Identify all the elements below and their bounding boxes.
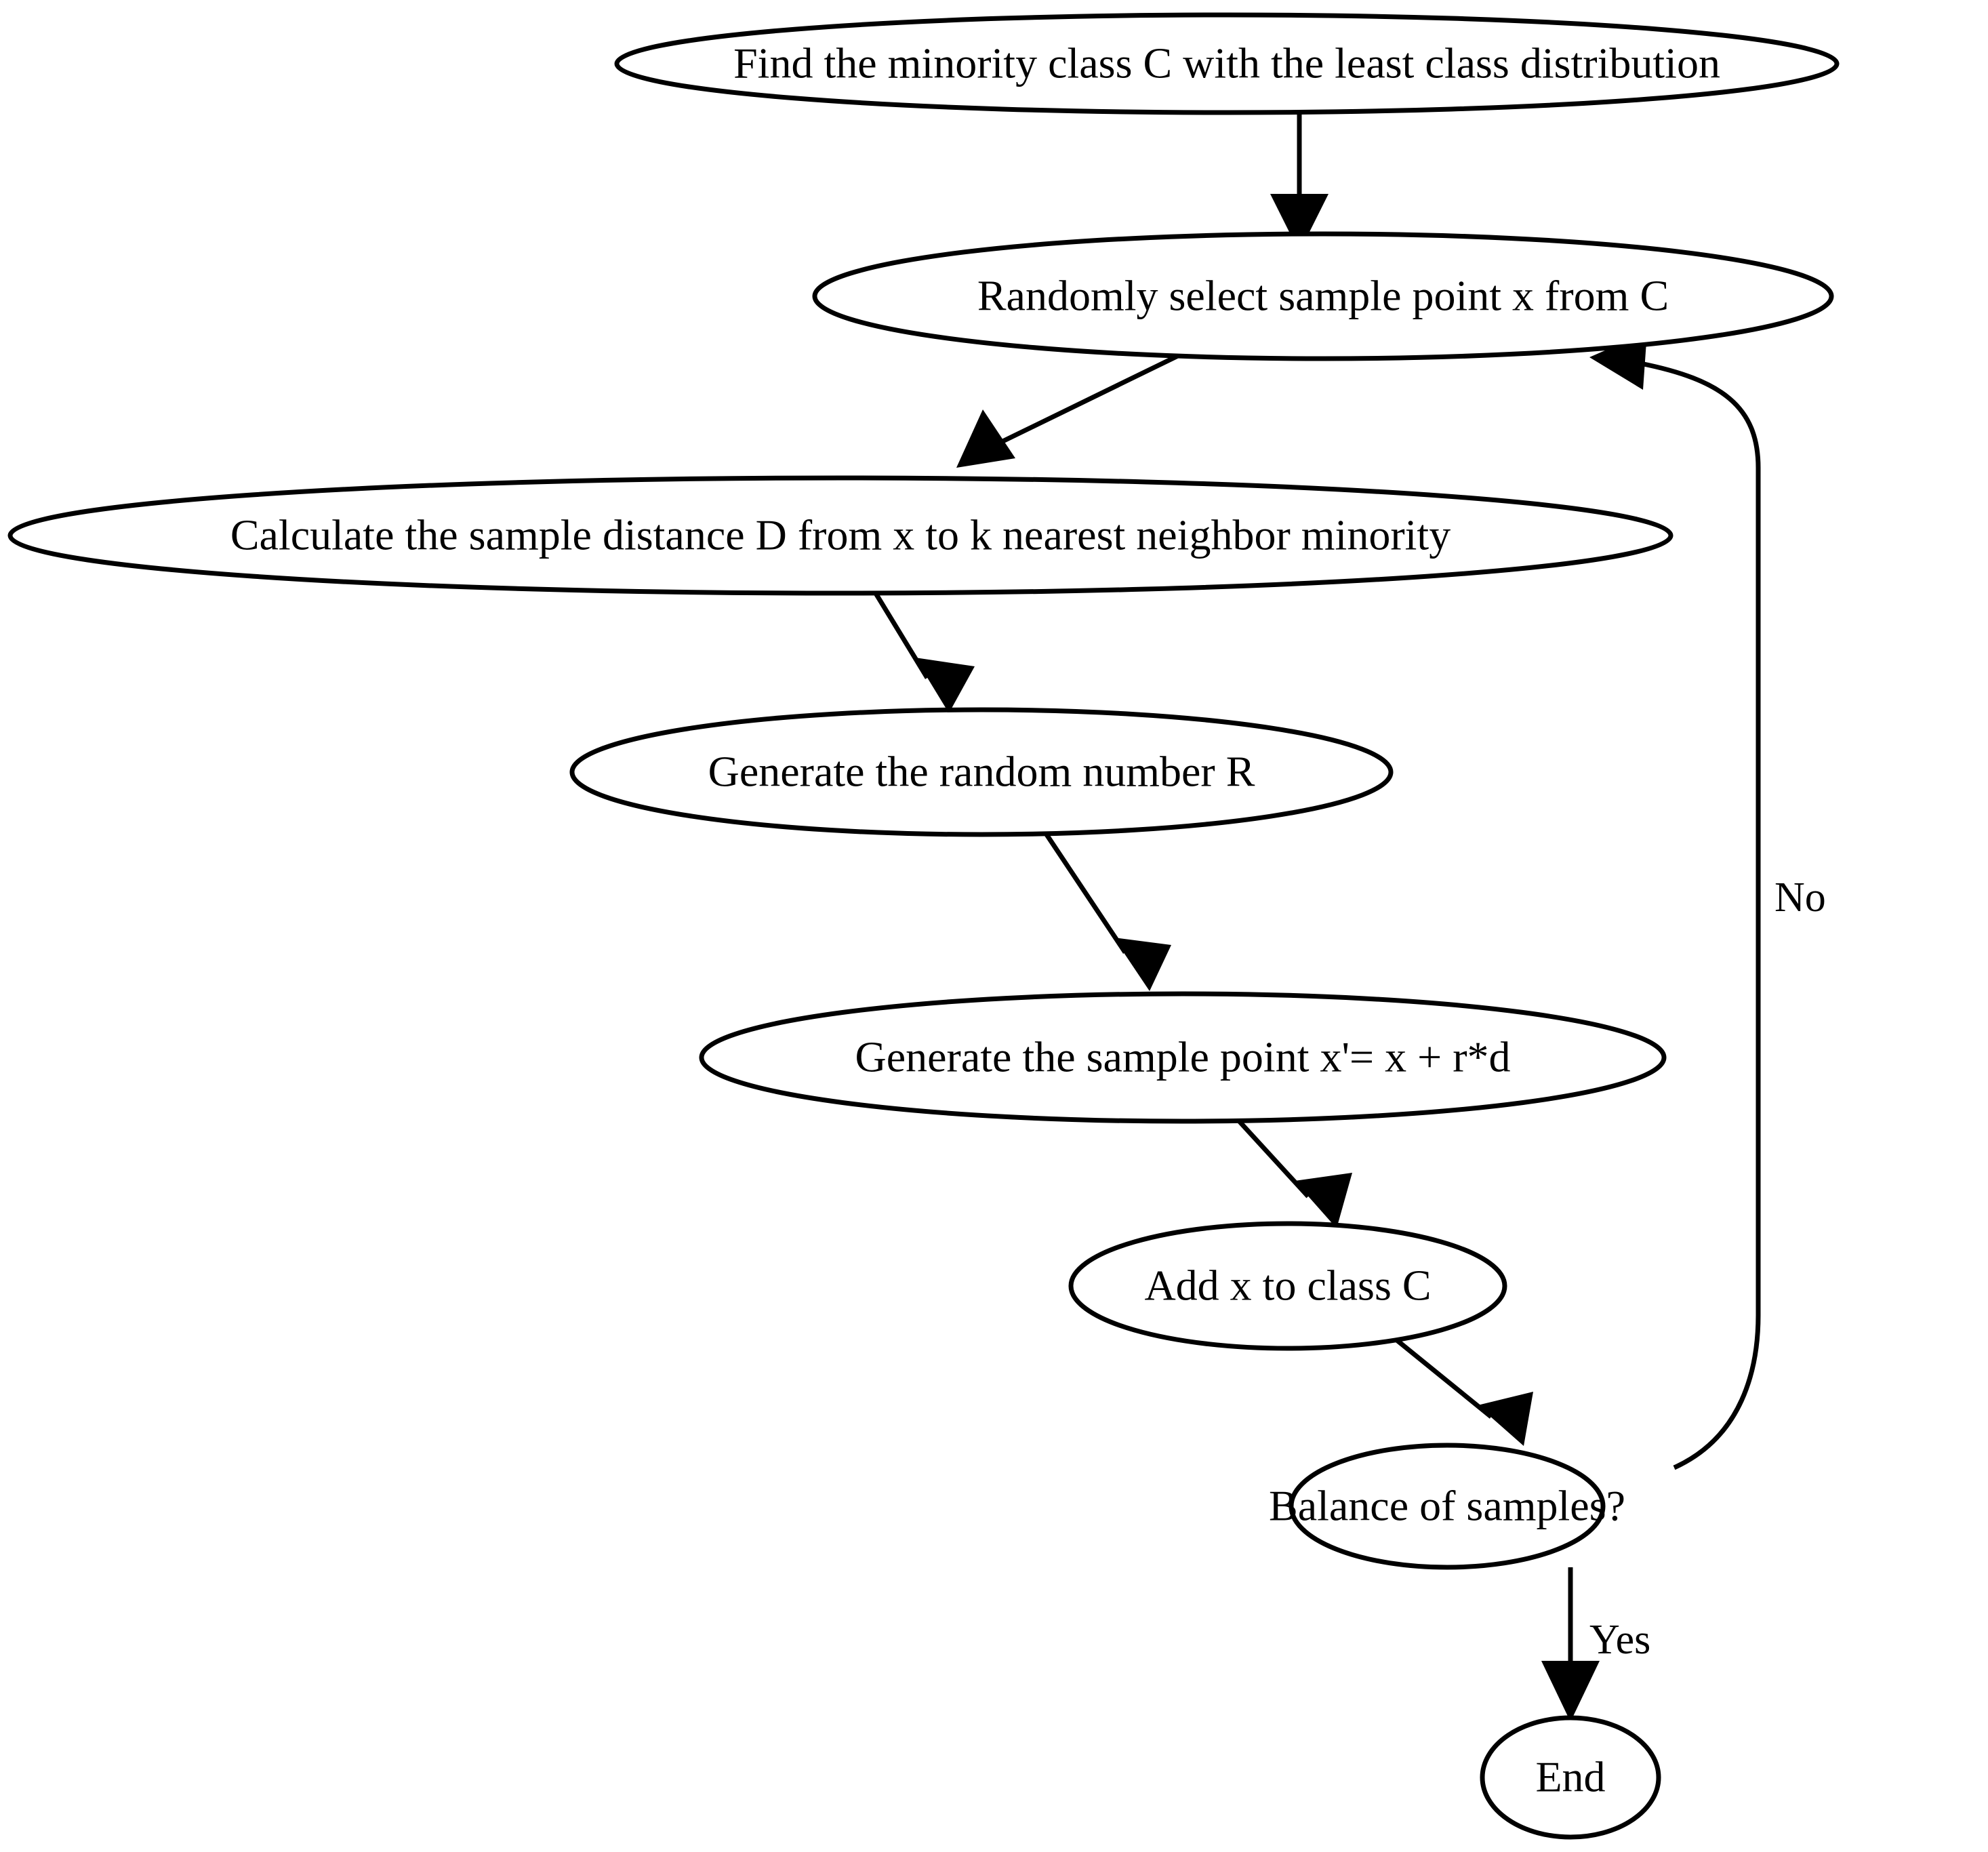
node-calculate-distance[interactable]: Calculate the sample distance D from x t… [7, 475, 1673, 596]
edge-random-select-to-calculate-distance [956, 350, 1186, 468]
edge-add-x-to-balance [1385, 1330, 1533, 1446]
edge-label-no: No [1774, 874, 1826, 921]
node-label-generate-random-number: Generate the random number R [708, 748, 1255, 796]
node-label-find-minority-class: Find the minority class C with the least… [733, 39, 1720, 87]
node-find-minority-class[interactable]: Find the minority class C with the least… [614, 12, 1840, 115]
edge-line [1042, 829, 1127, 954]
node-shape-ellipse [1480, 1715, 1661, 1840]
edge-line [1232, 1113, 1310, 1199]
arrow-head-icon [1270, 194, 1328, 252]
edge-curve [1640, 361, 1761, 1470]
edge-line [1385, 1330, 1493, 1419]
node-balance-of-samples[interactable]: Balance of samples? [1269, 1443, 1625, 1570]
node-shape-ellipse [7, 475, 1673, 596]
edge-balance-to-end-yes: Yes [1541, 1567, 1650, 1722]
arrow-head-icon [1478, 1392, 1533, 1446]
node-label-balance-of-samples: Balance of samples? [1269, 1482, 1625, 1530]
node-generate-sample-point[interactable]: Generate the sample point x'= x + r*d [699, 991, 1667, 1124]
node-shape-ellipse [1289, 1443, 1606, 1570]
edge-generate-sample-to-add-x [1232, 1113, 1352, 1228]
edge-line [872, 590, 929, 679]
edge-find-minority-to-random-select [1270, 113, 1328, 252]
node-shape-ellipse [699, 991, 1667, 1124]
edge-calculate-distance-to-generate-random [872, 590, 975, 713]
node-label-add-x-to-class: Add x to class C [1144, 1262, 1431, 1310]
node-label-random-select-sample: Randomly select sample point x from C [977, 272, 1669, 320]
edge-line [993, 350, 1186, 448]
node-label-calculate-distance: Calculate the sample distance D from x t… [230, 511, 1451, 559]
node-label-generate-sample-point: Generate the sample point x'= x + r*d [855, 1033, 1511, 1081]
node-generate-random-number[interactable]: Generate the random number R [569, 707, 1394, 837]
node-end[interactable]: End [1480, 1715, 1661, 1840]
edge-balance-to-random-select-no: No [1589, 332, 1826, 1470]
arrow-head-icon [915, 658, 975, 713]
node-shape-ellipse [569, 707, 1394, 837]
node-shape-ellipse [812, 231, 1834, 361]
edge-generate-random-to-generate-sample [1042, 829, 1171, 991]
node-random-select-sample[interactable]: Randomly select sample point x from C [812, 231, 1834, 361]
node-label-end: End [1535, 1753, 1605, 1801]
arrow-head-icon [956, 409, 1015, 468]
arrow-head-icon [1295, 1173, 1352, 1228]
arrow-head-icon [1114, 938, 1171, 991]
node-shape-ellipse [1068, 1221, 1507, 1351]
node-add-x-to-class[interactable]: Add x to class C [1068, 1221, 1507, 1351]
node-shape-ellipse [614, 12, 1840, 115]
edge-label-yes: Yes [1589, 1617, 1650, 1663]
arrow-head-icon [1541, 1661, 1600, 1722]
